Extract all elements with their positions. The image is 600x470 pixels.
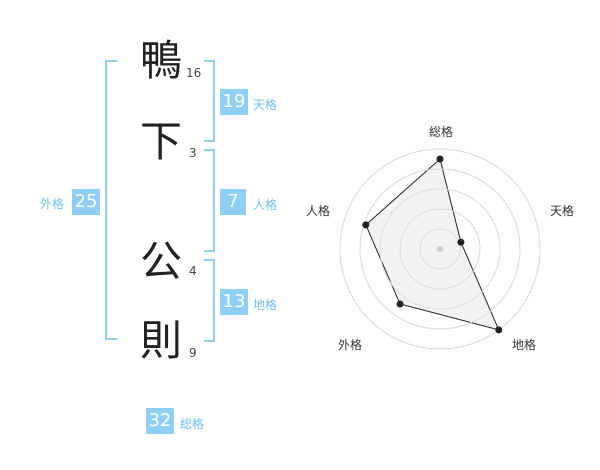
- stroke-count-4: 9: [189, 346, 197, 360]
- radar-axis-label-soukaku: 総格: [428, 125, 453, 139]
- name-char-4: 則: [140, 316, 183, 365]
- name-char-3: 公: [140, 237, 183, 286]
- radar-point-0: [436, 155, 444, 163]
- tenkaku-badge: 19: [220, 89, 248, 115]
- radar-chart: [339, 148, 541, 350]
- radar-grid-ring-overlay: [419, 228, 461, 270]
- radar-axis-label-chikaku: 地格: [511, 338, 536, 352]
- chikaku-badge: 13: [220, 289, 248, 315]
- radar-axis-label-gaikaku: 外格: [337, 338, 362, 352]
- soukaku-badge: 32: [146, 408, 174, 434]
- soukaku-label: 総格: [180, 417, 205, 431]
- stroke-count-2: 3: [189, 146, 197, 160]
- radar-point-2: [495, 326, 503, 334]
- chikaku-label: 地格: [253, 298, 278, 312]
- radar-grid-ring-overlay: [359, 168, 521, 330]
- radar-point-4: [362, 221, 370, 229]
- chikaku-bracket: [204, 259, 215, 342]
- name-char-2: 下: [140, 117, 183, 166]
- radar-data-polygon: [365, 158, 500, 331]
- radar-grid-ring-overlay: [399, 208, 481, 290]
- gaikaku-bracket: [105, 60, 117, 340]
- gaikaku-label: 外格: [40, 197, 65, 211]
- radar-axis-label-jinkaku: 人格: [305, 204, 330, 218]
- stroke-count-1: 16: [186, 66, 202, 80]
- radar-center-dot: [437, 246, 443, 252]
- name-char-1: 鴨: [140, 36, 183, 85]
- stroke-count-3: 4: [189, 264, 197, 278]
- tenkaku-label: 天格: [253, 98, 278, 112]
- radar-grid-ring-overlay: [339, 148, 541, 350]
- jinkaku-badge: 7: [220, 189, 246, 215]
- tenkaku-bracket: [204, 60, 215, 142]
- radar-axis-label-tenkaku: 天格: [549, 204, 574, 218]
- gaikaku-badge: 25: [72, 189, 100, 215]
- radar-point-3: [396, 300, 404, 308]
- radar-grid-ring-overlay: [379, 188, 501, 310]
- jinkaku-label: 人格: [253, 198, 278, 212]
- radar-point-1: [457, 238, 465, 246]
- jinkaku-bracket: [204, 149, 215, 252]
